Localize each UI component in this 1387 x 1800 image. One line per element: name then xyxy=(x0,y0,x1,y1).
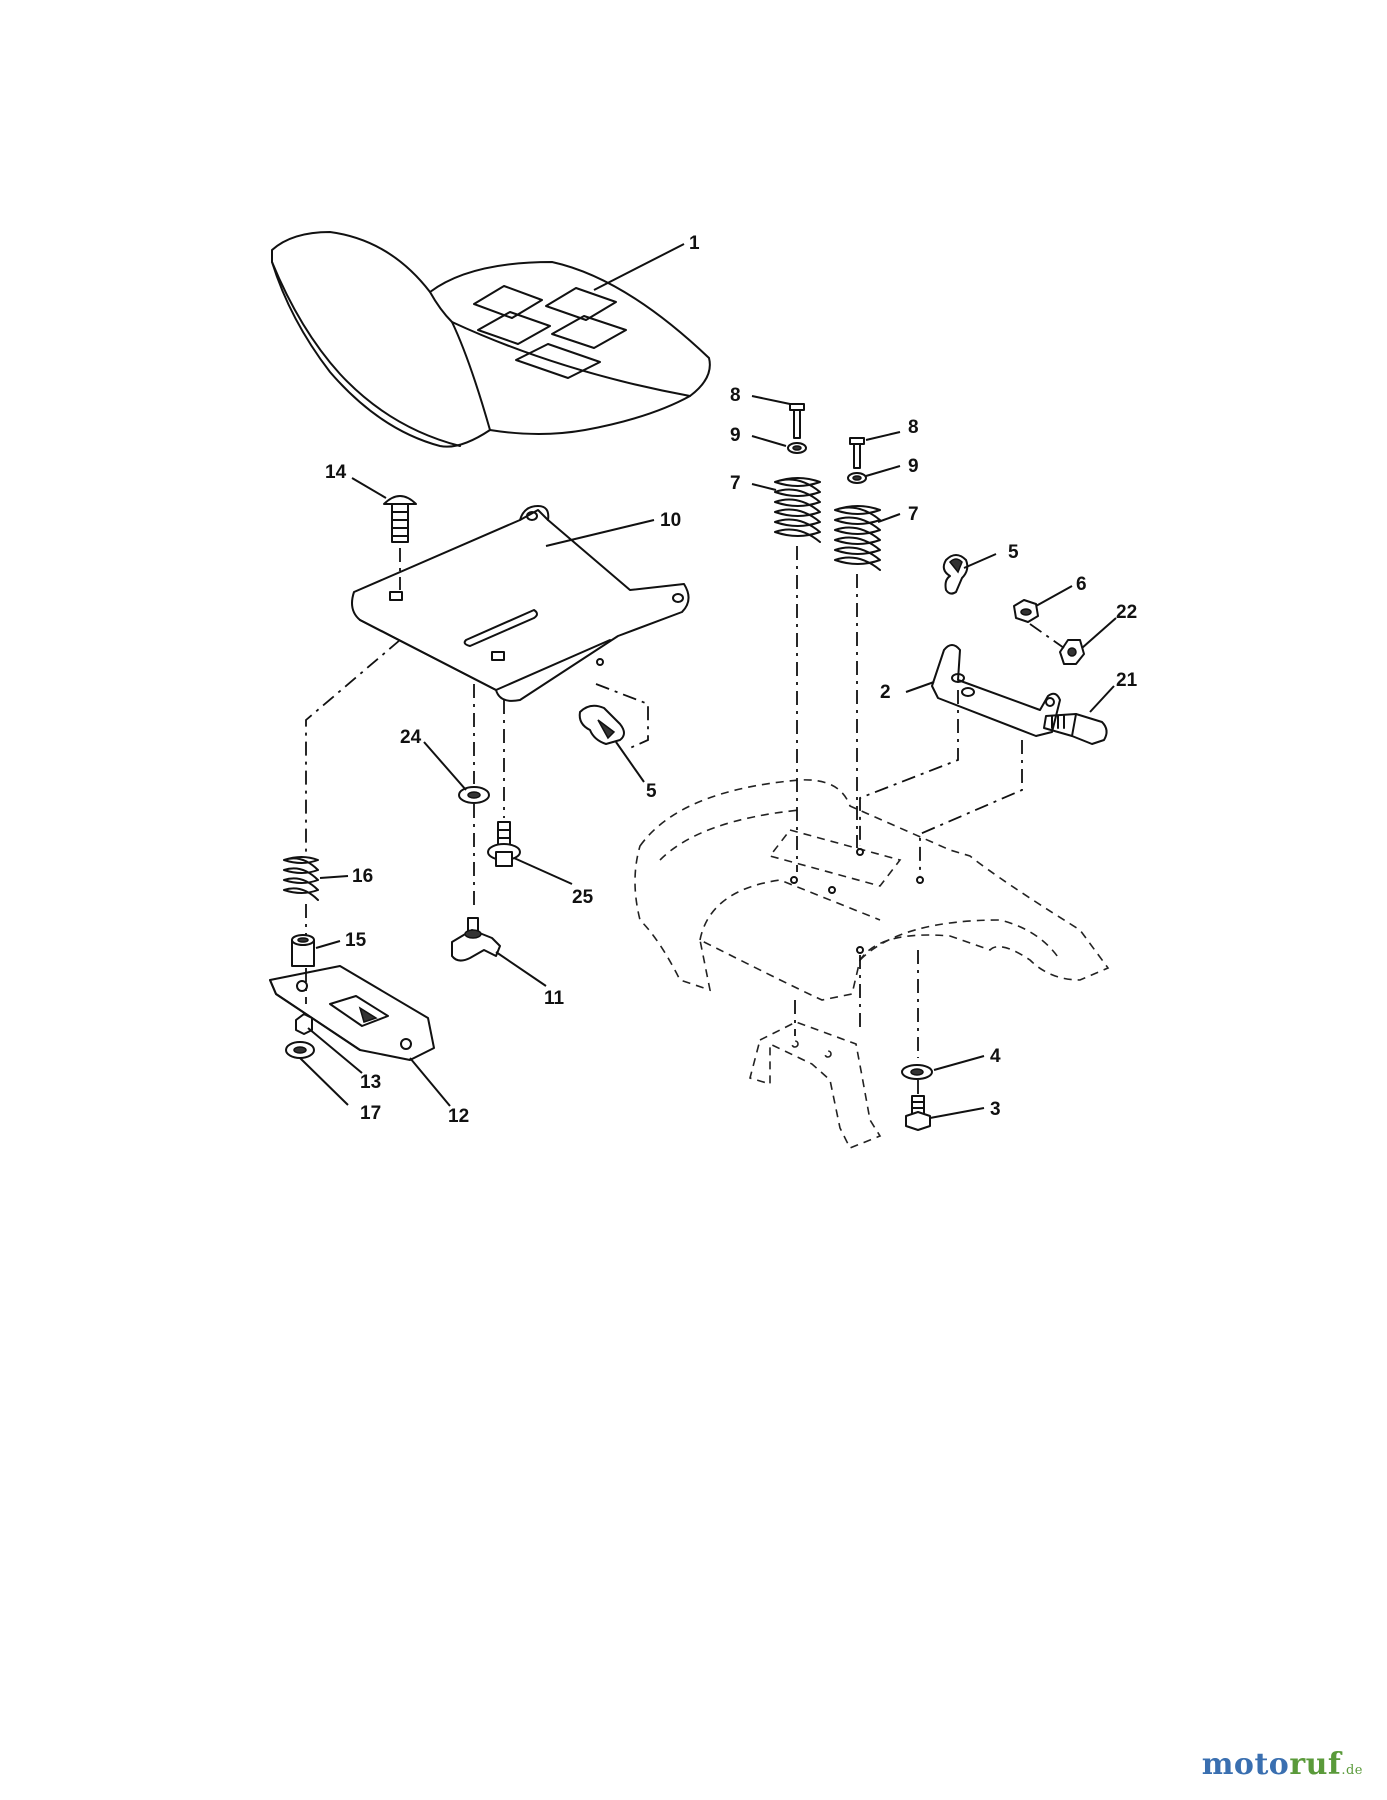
callout-11: 11 xyxy=(544,988,565,1009)
clip-lower xyxy=(578,704,625,745)
callout-16: 16 xyxy=(352,866,373,887)
callout-7b: 7 xyxy=(908,504,919,525)
carriage-bolt xyxy=(383,495,417,543)
seat-pan xyxy=(351,505,690,702)
callout-9a: 9 xyxy=(730,425,741,446)
mounting-frame-outline xyxy=(634,779,1110,1150)
callout-12: 12 xyxy=(448,1106,469,1127)
shoulder-bolt xyxy=(1043,713,1108,745)
hex-nut-small xyxy=(295,1013,313,1035)
callout-4: 4 xyxy=(990,1046,1001,1067)
flat-washer xyxy=(458,786,490,804)
callout-5-lower: 5 xyxy=(646,781,657,802)
callout-8a: 8 xyxy=(730,385,741,406)
callout-10: 10 xyxy=(660,510,681,531)
wing-knob xyxy=(451,917,501,962)
callout-7a: 7 xyxy=(730,473,741,494)
callout-2: 2 xyxy=(880,682,891,703)
callout-1: 1 xyxy=(689,233,700,254)
flat-washer-lower xyxy=(901,1064,933,1080)
callout-6: 6 xyxy=(1076,574,1087,595)
coil-spring xyxy=(283,856,319,901)
callout-3: 3 xyxy=(990,1099,1001,1120)
bushing xyxy=(291,934,315,967)
flange-nut xyxy=(285,1041,315,1059)
watermark-suffix: .de xyxy=(1341,1763,1363,1778)
callout-24: 24 xyxy=(400,727,422,748)
callout-labels: 1 8 9 7 8 9 7 14 10 5 6 22 2 21 24 5 16 … xyxy=(325,233,1138,1127)
spring-assembly-left xyxy=(774,403,821,543)
callout-8b: 8 xyxy=(908,417,919,438)
flange-bolt xyxy=(487,821,521,867)
callout-14: 14 xyxy=(325,462,347,483)
lock-nut xyxy=(1059,639,1085,665)
callout-13: 13 xyxy=(360,1072,381,1093)
spring-assembly-right xyxy=(834,437,881,571)
seat-bracket xyxy=(931,644,1061,737)
watermark-brand-part1: moto xyxy=(1201,1747,1290,1782)
hex-bolt xyxy=(905,1095,931,1131)
leader-lines xyxy=(299,243,1117,1119)
slide-plate xyxy=(269,965,435,1061)
callout-22: 22 xyxy=(1116,602,1137,623)
watermark-brand-part2: ruf xyxy=(1289,1747,1342,1782)
callout-21: 21 xyxy=(1116,670,1138,691)
callout-15: 15 xyxy=(345,930,367,951)
watermark-logo: motoruf.de xyxy=(1202,1747,1363,1782)
clip-upper xyxy=(942,554,969,595)
hex-nut xyxy=(1013,599,1039,623)
callout-5-upper: 5 xyxy=(1008,542,1019,563)
assembly-center-lines xyxy=(305,546,1065,1094)
callout-17: 17 xyxy=(360,1103,381,1124)
callout-25: 25 xyxy=(572,887,594,908)
callout-9b: 9 xyxy=(908,456,919,477)
